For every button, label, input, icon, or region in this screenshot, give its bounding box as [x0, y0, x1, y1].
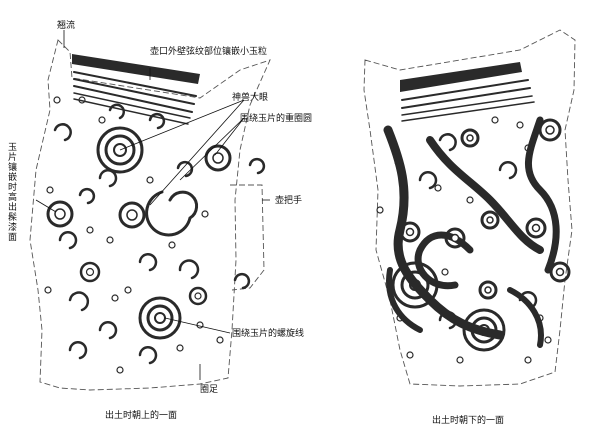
- svg-text:时: 时: [8, 181, 17, 193]
- svg-text:漆: 漆: [8, 221, 17, 233]
- right-concentric-4: [525, 217, 547, 239]
- svg-text:高: 高: [8, 191, 17, 203]
- left-vessel-outline: [29, 39, 271, 391]
- left-leader-lines: [35, 30, 270, 380]
- svg-text:镶: 镶: [8, 161, 17, 173]
- label-lip: 翘流: [57, 19, 75, 31]
- right-concentric-5: [549, 261, 571, 283]
- svg-text:玉: 玉: [8, 142, 17, 153]
- left-rim-bands: [72, 54, 200, 125]
- svg-text:片: 片: [8, 151, 17, 163]
- right-rim-bands: [400, 62, 535, 122]
- right-concentric-7: [480, 210, 500, 230]
- spiral-eye-1: [96, 126, 144, 174]
- concentric-1: [204, 144, 232, 172]
- right-concentric-3: [444, 227, 466, 249]
- svg-text:嵌: 嵌: [8, 172, 17, 183]
- concentric-4: [79, 261, 101, 283]
- label-concentric: 围绕玉片的重圈圆: [240, 112, 312, 124]
- right-concentric-8: [460, 128, 480, 148]
- label-handle: 壶把手: [275, 194, 302, 206]
- svg-text:出: 出: [8, 201, 17, 213]
- label-rim-jade: 壶口外壁弦纹部位镶嵌小玉粒: [150, 45, 267, 57]
- concentric-2: [46, 200, 74, 228]
- left-spiral-motifs: [44, 96, 266, 374]
- right-concentric-2: [399, 221, 421, 243]
- left-caption: 出土时朝上的一面: [105, 409, 177, 421]
- label-spiral: 围绕玉片的螺旋线: [232, 327, 304, 339]
- label-foot: 圈足: [200, 384, 218, 395]
- svg-text:髹: 髹: [8, 211, 17, 223]
- spiral-eye-2: [138, 296, 182, 340]
- concentric-3: [118, 201, 146, 229]
- svg-text:面: 面: [8, 232, 17, 243]
- right-vessel: 出土时朝下的一面: [363, 29, 576, 426]
- right-spiral-2: [462, 308, 506, 352]
- right-vessel-outline: [363, 29, 576, 387]
- label-beast-eye: 神兽大眼: [232, 91, 268, 103]
- spiral-3: [145, 190, 199, 237]
- left-vessel: 翘流 壶口外壁弦纹部位镶嵌小玉粒 神兽大眼 围绕玉片的重圈圆 玉 片 镶 嵌 时…: [8, 19, 312, 421]
- right-concentric-1: [538, 118, 562, 142]
- concentric-5: [188, 286, 208, 306]
- right-caption: 出土时朝下的一面: [432, 414, 504, 426]
- right-spiral-motifs: [376, 116, 571, 364]
- right-concentric-6: [478, 280, 498, 300]
- label-lacquer-side: 玉 片 镶 嵌 时 高 出 髹 漆 面: [8, 142, 17, 243]
- right-spiral-1: [391, 261, 439, 309]
